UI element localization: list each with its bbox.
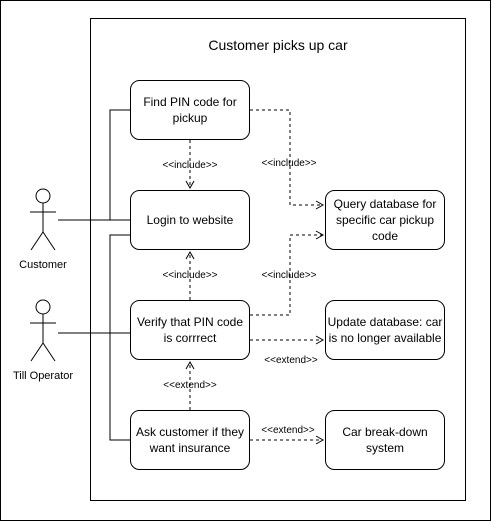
label-find-to-query: <<include>> [261,158,316,169]
use-case-update-db [325,300,445,360]
find-pin-line2: pickup [173,111,208,125]
association-lines [58,109,130,441]
association-operator-login [109,234,130,333]
dependency-lines [185,109,325,445]
label-verify-to-login: <<include>> [162,270,217,281]
query-db-line2: specific car pickup [336,213,434,227]
verify-pin-line1: Verify that PIN code [137,315,243,329]
update-db-line1: Update database: car [328,315,443,329]
breakdown-line1: Car break-down [342,425,427,439]
label-verify-to-query: <<include>> [261,270,316,281]
query-db-line3: code [372,229,398,243]
find-pin-line1: Find PIN code for [143,95,236,109]
association-operator-ask-insurance [109,333,130,441]
customer-actor-icon [30,188,56,251]
include-find-to-query [250,109,325,210]
include-verify-to-query [250,230,325,316]
login-line1: Login to website [147,213,234,227]
ask-insurance-line1: Ask customer if they [136,425,244,439]
use-case-query-db [325,190,445,250]
verify-pin-line2: is corrrect [164,331,217,345]
use-case-find-pin [130,80,250,140]
ask-insurance-line2: want insurance [149,441,231,455]
update-db-line2: is no longer available [329,331,442,345]
use-case-login [130,190,250,250]
label-ask-to-breakdown: <<extend>> [261,425,315,436]
label-ask-to-verify: <<extend>> [163,380,217,391]
till-operator-actor-icon [30,299,56,362]
use-case-breakdown [325,410,445,470]
label-verify-to-update: <<extend>> [264,355,318,366]
system-title: Customer picks up car [208,37,348,53]
use-case-ask-insurance [130,410,250,470]
customer-actor-label: Customer [19,259,67,271]
till-operator-actor-label: Till Operator [13,370,73,382]
use-case-verify-pin [130,300,250,360]
breakdown-line2: system [366,441,404,455]
query-db-line1: Query database for [334,197,437,211]
label-find-to-login: <<include>> [162,160,217,171]
